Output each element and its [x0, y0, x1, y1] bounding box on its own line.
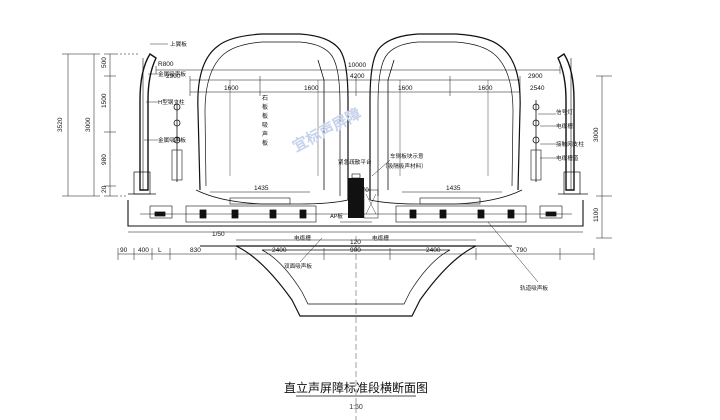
dim-top-left: 2900 [166, 73, 181, 80]
drawing-title: 直立声屏障标准段横断面图 [284, 380, 428, 395]
dim-base-5: 2400 [272, 247, 287, 254]
label-h-column: H型钢立柱 [158, 98, 185, 106]
dim-base-7: 2400 [426, 247, 441, 254]
label-vertical-text: 石板板吸声板 [262, 95, 268, 147]
dim-left-seg-3: 980 [101, 154, 108, 165]
dim-center-small: 170 [358, 187, 369, 194]
label-contact-line: 接触网支柱 [556, 140, 584, 148]
dim-gauge-left: 1435 [254, 185, 269, 192]
dim-center-gap: 120 [350, 239, 361, 246]
dim-base-3: L [158, 247, 162, 254]
dim-left-half-1: 1600 [224, 85, 239, 92]
label-light-pole: 电缆槽 [556, 122, 573, 130]
label-cable-trough: 电缆槽道 [556, 154, 579, 162]
dim-right-half-2: 1600 [478, 85, 493, 92]
right-barrier [530, 53, 588, 195]
dim-base-8: 790 [516, 247, 527, 254]
dim-right-edge: 2540 [530, 85, 545, 92]
dim-right-half-1: 1600 [398, 85, 413, 92]
label-signal-light: 信号灯 [556, 108, 573, 116]
label-emergency: 紧急疏散平台 [338, 158, 372, 166]
dim-base-6: 900 [350, 247, 361, 254]
label-metal-panel: 金属吸声板 [158, 70, 186, 78]
label-metal-panel-2: 金属吸声板 [158, 136, 186, 144]
dim-left-seg-2: 1500 [101, 93, 108, 108]
dim-base-right-small: 1/50 [212, 231, 225, 238]
bridge-deck [127, 197, 584, 233]
dimension-lines [62, 53, 612, 420]
watermark: 宜标声屏障 [289, 104, 364, 155]
right-train-outline [369, 33, 523, 205]
label-cable-right: 电缆槽 [372, 234, 389, 242]
label-platform-plate: 车侧板块示意 [390, 152, 424, 160]
dim-gauge-right: 1435 [446, 185, 461, 192]
dimension-text: 3520 3000 500 1500 980 20 3000 1100 1000… [57, 57, 600, 254]
dim-top-total: 10000 [348, 62, 366, 69]
dim-left-inner: 3000 [85, 117, 92, 132]
center-barrier [340, 173, 379, 223]
label-ap: AP板 [330, 212, 343, 220]
dim-left-seg-1: 500 [101, 57, 108, 68]
dim-base-1: 90 [120, 247, 128, 254]
dim-base-4: 830 [190, 247, 201, 254]
label-cable-left: 电缆槽 [294, 234, 311, 242]
dim-right-total: 3000 [593, 127, 600, 142]
label-absorb-material: （吸隔吸声材料） [382, 162, 427, 170]
leader-lines [144, 43, 556, 283]
dim-right-lower: 1100 [593, 208, 600, 222]
dim-base-2: 400 [138, 247, 149, 254]
dim-track-spacing: 4200 [350, 73, 365, 80]
dim-left-half-2: 1600 [304, 85, 319, 92]
label-top-beam: 上翼板 [170, 40, 187, 48]
callout-labels: 上翼板 金属吸声板 H型钢立柱 金属吸声板 信号灯 电缆槽 接触网支柱 电缆槽道… [158, 40, 584, 292]
drawing-scale: 1:50 [349, 404, 363, 411]
dim-left-total: 3520 [57, 117, 64, 132]
left-barrier [128, 53, 183, 195]
label-bottom-panel: 轨道吸声板 [520, 284, 548, 292]
dim-left-seg-4: 20 [101, 185, 108, 193]
left-train-outline [195, 33, 349, 205]
dim-radius: R800 [158, 61, 174, 68]
dim-top-right: 2900 [528, 73, 543, 80]
label-double-panel: 双面吸声板 [284, 262, 312, 270]
